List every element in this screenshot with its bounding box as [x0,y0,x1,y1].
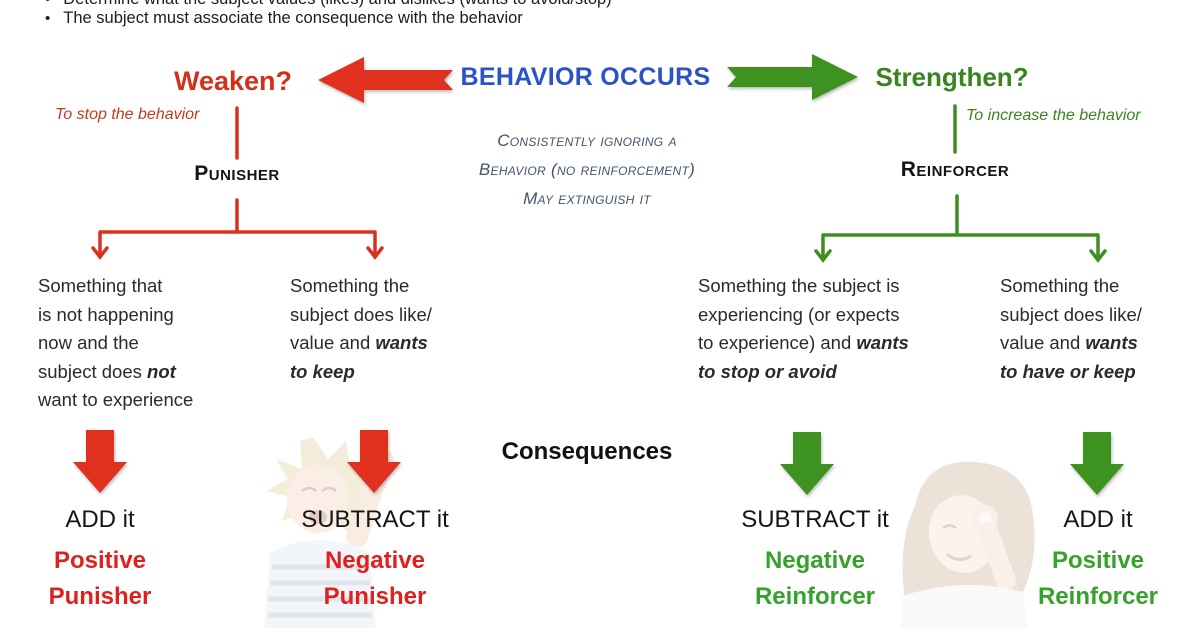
extinction-note-line: Behavior (no reinforcement) [478,160,696,179]
reinforcer-label: Reinforcer [900,158,1010,181]
consequences-title: Consequences [501,438,673,465]
extinction-note: Consistently ignoring a Behavior (no rei… [437,126,737,213]
outcome-positive-punisher: ADD it Positive Punisher [15,506,185,615]
bullet-icon: • [45,10,51,27]
punisher-branch-arrowhead-left [91,246,109,260]
punisher-label: Punisher [194,162,280,185]
outcome-type: Negative [764,547,866,574]
stop-behavior-note: To stop the behavior [55,106,200,123]
outcome-type: Positive [1051,547,1145,574]
outcome-type: Negative [324,547,426,574]
extinction-note-line: Consistently ignoring a [497,131,677,150]
increase-behavior-note: To increase the behavior [966,107,1141,124]
punisher-branch-connector [98,198,377,258]
positive-reinforcer-arrow-icon [1070,432,1124,495]
outcome-negative-reinforcer: SUBTRACT it Negative Reinforcer [725,506,905,615]
strengthen-arrow-icon [727,54,858,100]
faded-photo-smiling-girl [901,461,1035,628]
punisher-branch-arrowhead-right [366,246,384,260]
outcome-action: ADD it [1063,506,1133,533]
outcome-action: SUBTRACT it [301,506,449,533]
extinction-note-line: May extinguish it [523,189,651,208]
outcome-category: Reinforcer [1037,583,1159,610]
weaken-heading: Weaken? [173,66,293,96]
outcome-type: Positive [53,547,147,574]
outcome-action: ADD it [65,506,135,533]
weaken-arrow-icon [318,57,453,103]
outcome-action: SUBTRACT it [741,506,889,533]
outcome-negative-punisher: SUBTRACT it Negative Punisher [285,506,465,615]
outcome-positive-reinforcer: ADD it Positive Reinforcer [1008,506,1188,615]
outcome-category: Punisher [48,583,152,610]
outcome-category: Punisher [323,583,427,610]
positive-punisher-arrow-icon [73,430,127,493]
strengthen-heading: Strengthen? [875,62,1029,92]
bullet-item: • The subject must associate the consequ… [45,9,523,28]
faded-photo-crying-boy [264,437,394,628]
bullet-text: The subject must associate the consequen… [63,9,523,27]
bullet-text: Determine what the subject values (likes… [63,0,611,9]
outcome-category: Reinforcer [754,583,876,610]
reinforcer-branch-arrowhead-right [1089,249,1107,263]
negative-reinforcer-arrow-icon [780,432,834,495]
bullet-item: • Determine what the subject values (lik… [45,0,612,9]
behavior-occurs-heading: BEHAVIOR OCCURS [460,63,711,91]
bullet-icon: • [45,0,50,10]
reinforcer-branch-arrowhead-left [814,249,832,263]
reinforcer-branch-connector [821,194,1100,261]
